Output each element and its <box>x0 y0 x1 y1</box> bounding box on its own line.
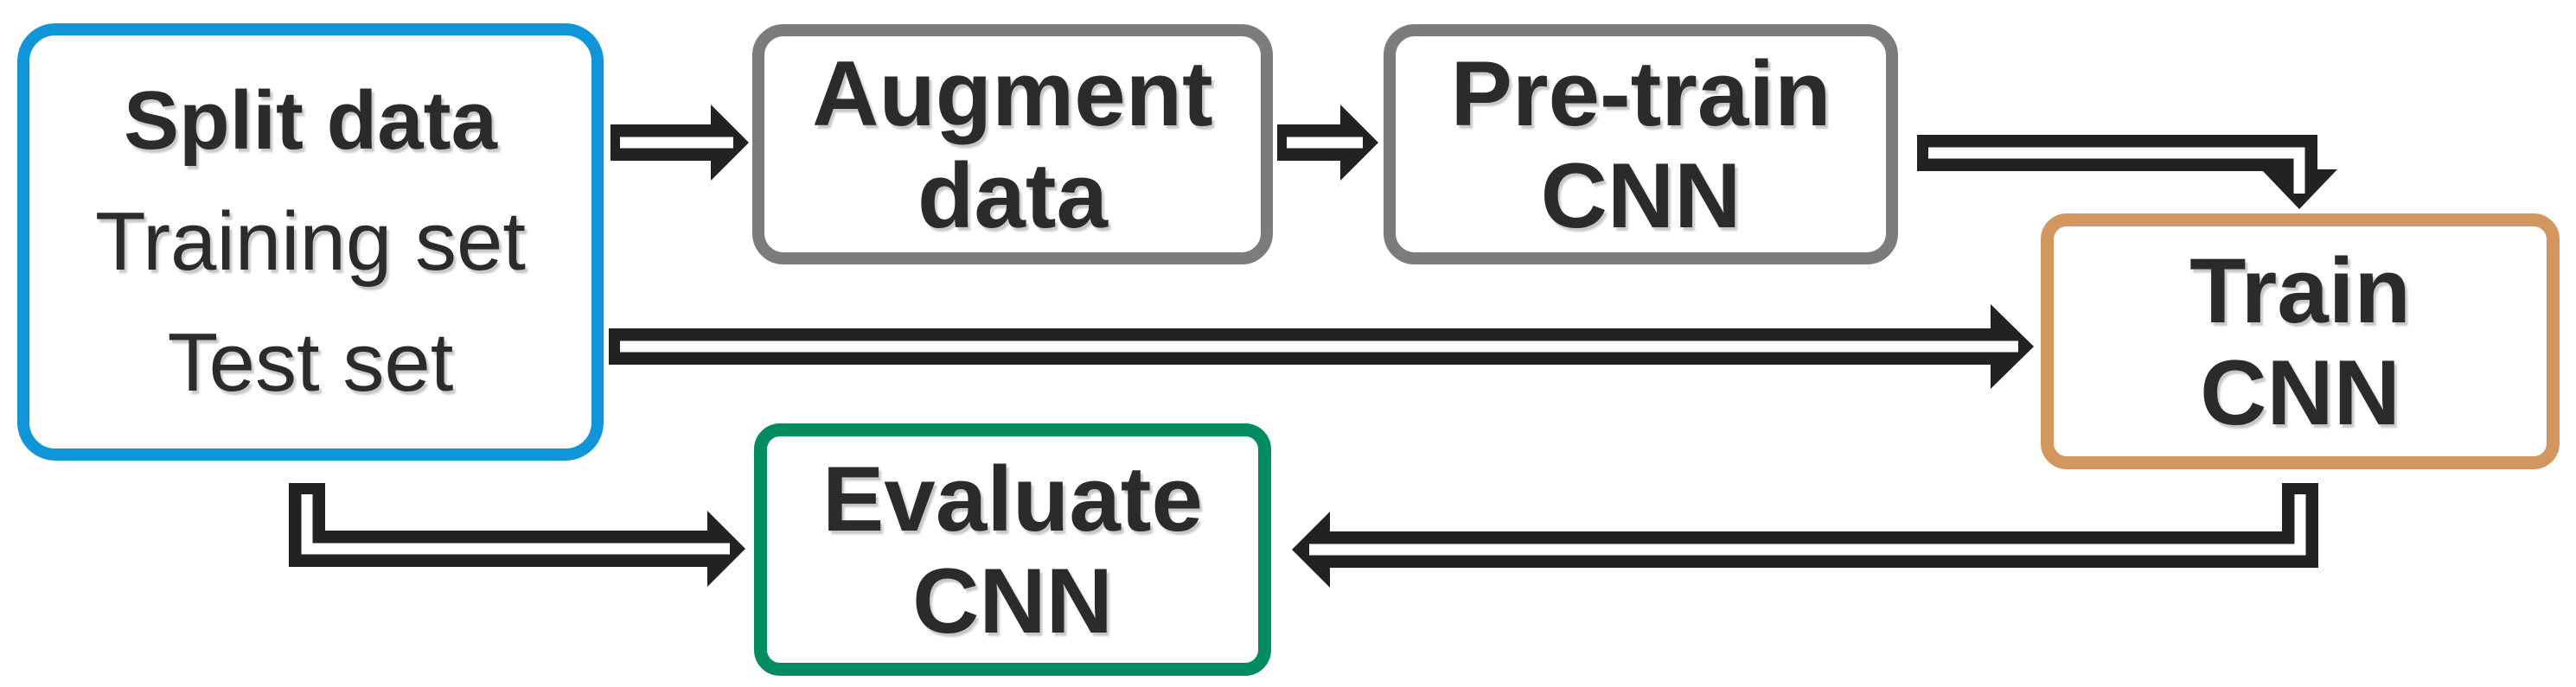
node-augment-data: Augment data <box>752 24 1273 264</box>
split-data-test-set-label: Test set <box>167 316 454 409</box>
arrow-train-to-evaluate-icon <box>1292 483 2318 588</box>
train-cnn-label-line2: CNN <box>2200 340 2400 444</box>
arrow-pretrain-to-train-icon <box>1917 135 2337 209</box>
node-pretrain-cnn: Pre-train CNN <box>1384 24 1898 264</box>
pretrain-cnn-label-line1: Pre-train <box>1450 41 1831 145</box>
train-cnn-label-line1: Train <box>2189 239 2411 342</box>
arrow-augment-to-pretrain-icon <box>1277 105 1378 181</box>
arrow-split-to-train-icon <box>609 304 2034 389</box>
evaluate-cnn-label-line1: Evaluate <box>821 447 1204 550</box>
arrow-split-to-augment-icon <box>610 105 749 181</box>
split-data-training-set-label: Training set <box>95 195 526 288</box>
pretrain-cnn-label-line2: CNN <box>1540 143 1742 247</box>
augment-data-label-line1: Augment <box>812 41 1213 145</box>
split-data-title: Split data <box>123 74 498 167</box>
arrow-split-to-evaluate-icon <box>289 483 745 587</box>
node-train-cnn: Train CNN <box>2041 213 2560 469</box>
augment-data-label-line2: data <box>917 143 1108 247</box>
node-evaluate-cnn: Evaluate CNN <box>754 423 1271 676</box>
evaluate-cnn-label-line2: CNN <box>912 549 1113 652</box>
node-split-data: Split data Training set Test set <box>17 23 604 461</box>
